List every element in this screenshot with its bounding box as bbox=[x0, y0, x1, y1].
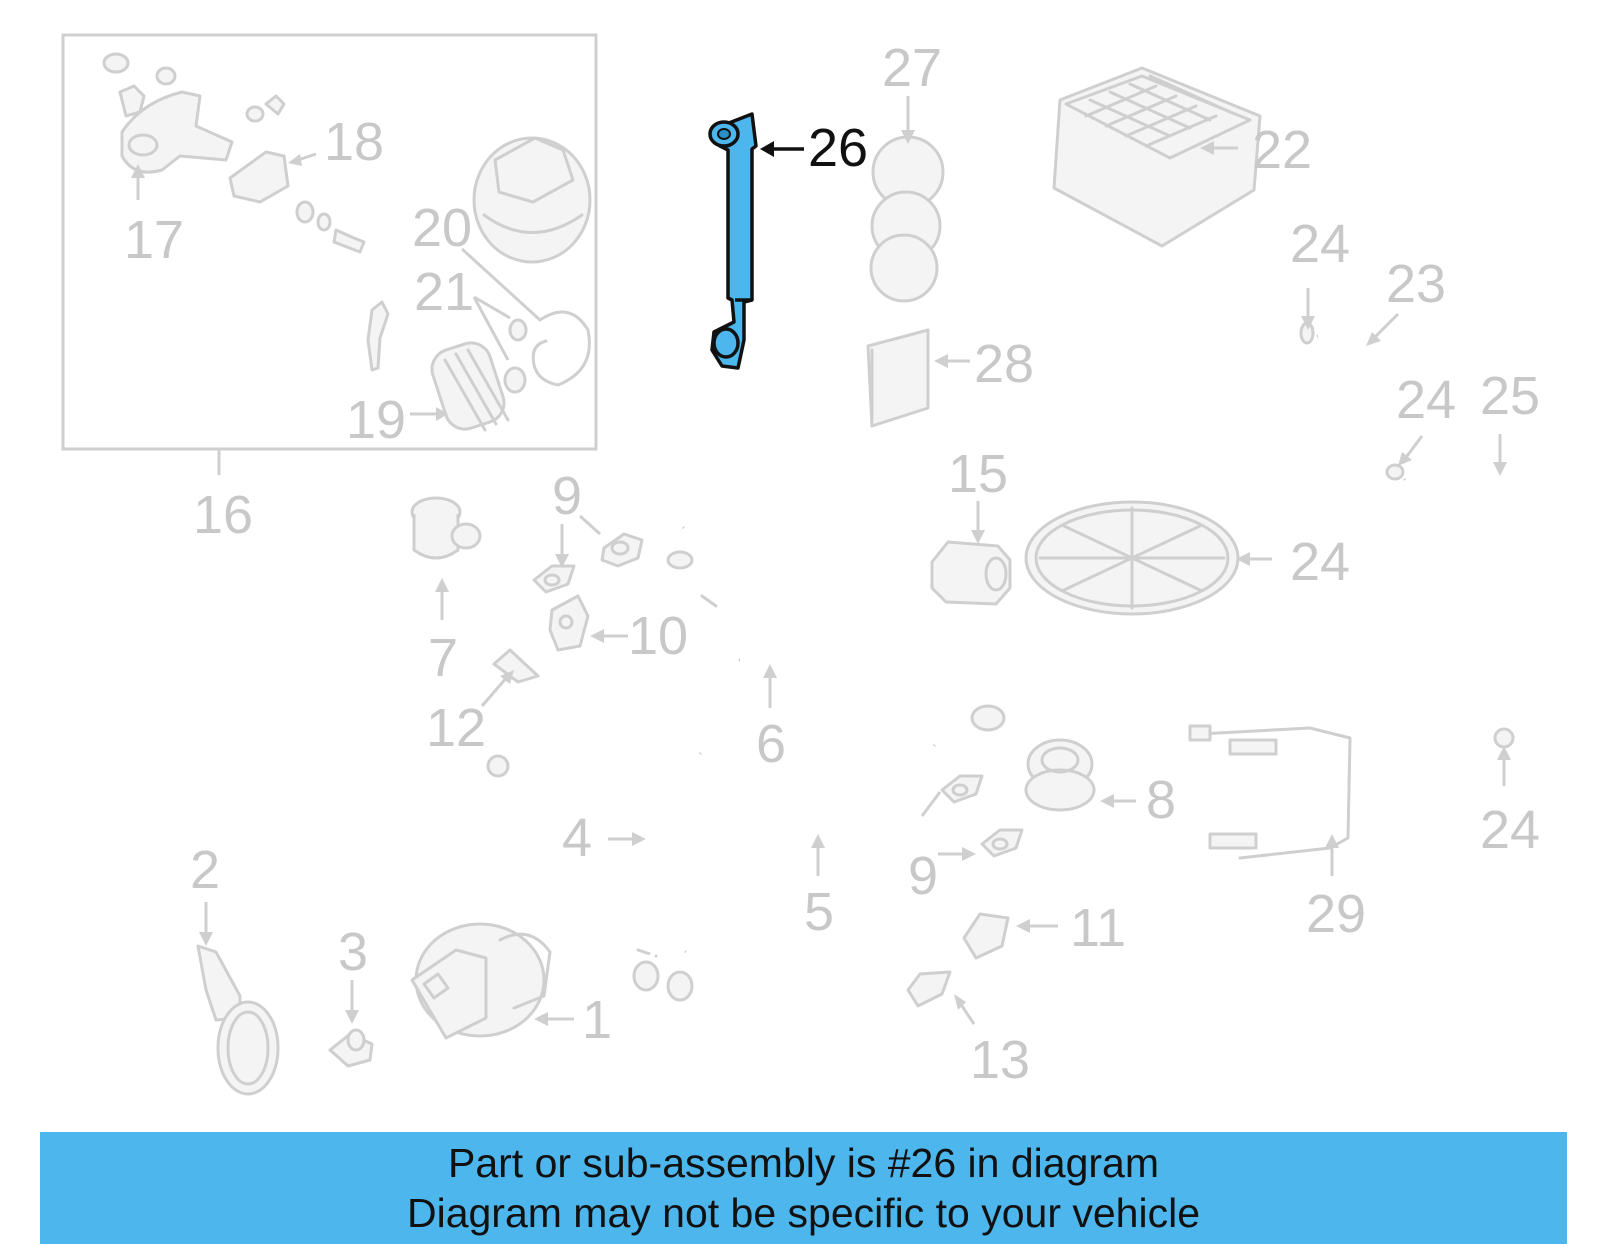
part-26-highlighted bbox=[708, 112, 758, 370]
callout-6: 6 bbox=[756, 714, 786, 774]
part-4-hose bbox=[632, 752, 702, 1002]
callout-25: 25 bbox=[1480, 366, 1540, 426]
part-21-air-box bbox=[1052, 66, 1262, 248]
callout-17: 18 bbox=[324, 112, 384, 172]
callout-2: 2 bbox=[190, 840, 220, 900]
part-8-valve bbox=[1024, 738, 1096, 812]
callout-24-a: 24 bbox=[1290, 214, 1350, 274]
callout-16: 17 bbox=[124, 210, 184, 270]
part-2-bracket bbox=[196, 944, 280, 1096]
callout-18: 19 bbox=[346, 390, 406, 450]
part-19-valve-assembly bbox=[472, 136, 592, 387]
part-25-pipe bbox=[1397, 453, 1524, 749]
part-23-hose bbox=[1299, 321, 1406, 481]
callout-7: 7 bbox=[428, 628, 458, 688]
callout-21: 22 bbox=[1252, 120, 1312, 180]
callout-3: 3 bbox=[338, 922, 368, 982]
part-12-plate bbox=[492, 648, 540, 684]
part-28-bracket bbox=[866, 328, 930, 428]
part-22-ring bbox=[1024, 500, 1240, 616]
callout-15: 16 bbox=[193, 485, 253, 545]
part-27-bellows bbox=[869, 135, 945, 303]
callout-13: 13 bbox=[970, 1030, 1030, 1090]
callout-24-b: 24 bbox=[1396, 370, 1456, 430]
part-9-gaskets bbox=[532, 532, 1024, 858]
callout-20: 21 bbox=[414, 262, 474, 322]
callout-1: 1 bbox=[582, 990, 612, 1050]
part-7-valve bbox=[410, 496, 482, 560]
part-1-air-pump bbox=[410, 922, 552, 1040]
callout-14: 15 bbox=[948, 444, 1008, 504]
callout-23: 23 bbox=[1386, 254, 1446, 314]
callout-26: 26 bbox=[808, 118, 868, 178]
part-11-plate bbox=[962, 912, 1010, 960]
part-13-plate bbox=[906, 970, 952, 1008]
info-banner: Part or sub-assembly is #26 in diagram D… bbox=[40, 1132, 1567, 1244]
callout-12: 12 bbox=[426, 698, 486, 758]
part-6-pipe bbox=[486, 525, 1006, 778]
part-5-pipe bbox=[684, 744, 936, 981]
part-17-clamp bbox=[228, 94, 290, 204]
callout-10: 10 bbox=[628, 606, 688, 666]
part-valve-small-parts bbox=[295, 200, 366, 254]
callout-11: 11 bbox=[1070, 898, 1126, 958]
callout-22: 24 bbox=[1290, 532, 1350, 592]
callout-29: 29 bbox=[1306, 884, 1366, 944]
inset-box bbox=[61, 33, 598, 451]
callout-9-b: 9 bbox=[908, 846, 938, 906]
banner-line-1: Part or sub-assembly is #26 in diagram bbox=[448, 1140, 1159, 1186]
callout-8: 8 bbox=[1146, 770, 1176, 830]
part-18-filter bbox=[366, 300, 528, 432]
part-14-solenoid bbox=[930, 540, 1012, 606]
part-3-sensor bbox=[328, 1028, 374, 1068]
callout-28: 28 bbox=[974, 334, 1034, 394]
part-16-bracket bbox=[102, 52, 234, 174]
part-29-sensor bbox=[1188, 724, 1352, 860]
part-10-flange bbox=[548, 594, 590, 652]
callout-4: 4 bbox=[562, 808, 592, 868]
callout-9-a: 9 bbox=[552, 466, 582, 526]
callout-24-c: 24 bbox=[1480, 800, 1540, 860]
callout-19: 20 bbox=[412, 198, 472, 258]
callout-27: 27 bbox=[882, 38, 942, 98]
banner-line-2: Diagram may not be specific to your vehi… bbox=[406, 1190, 1200, 1236]
callout-5: 5 bbox=[804, 882, 834, 942]
